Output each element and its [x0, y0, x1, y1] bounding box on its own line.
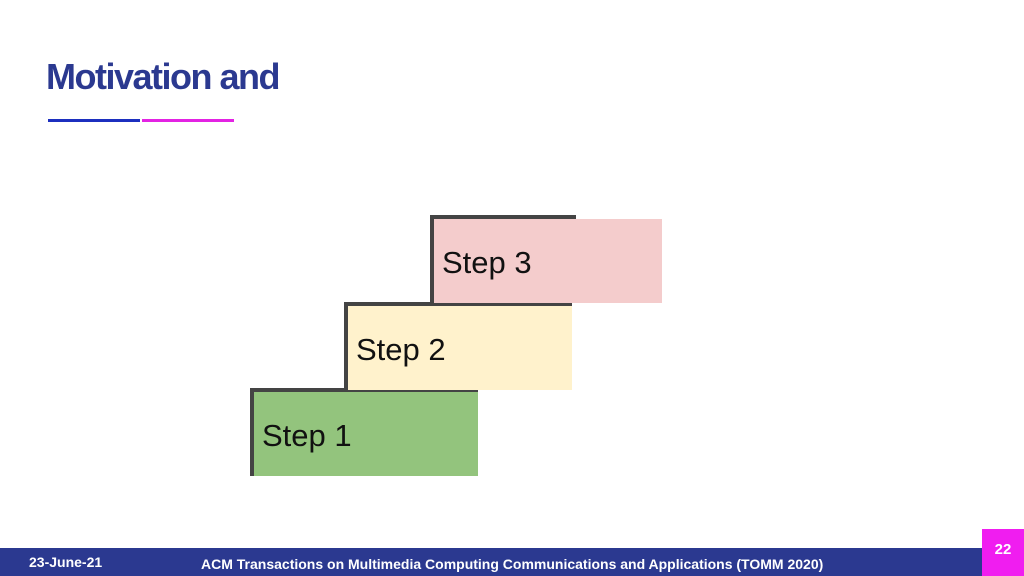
step-1-label: Step 1	[262, 418, 352, 453]
step-3-block: Step 3	[430, 215, 662, 303]
step-1-block: Step 1	[250, 388, 478, 476]
title-underline-pink	[142, 119, 234, 122]
step-3-top-gap	[576, 215, 662, 219]
footer-journal: ACM Transactions on Multimedia Computing…	[201, 556, 824, 572]
step-3-label: Step 3	[442, 245, 532, 280]
footer-date: 23-June-21	[29, 554, 103, 570]
title-underline-blue	[48, 119, 140, 122]
step-2-label: Step 2	[356, 332, 446, 367]
page-number-badge: 22	[982, 529, 1024, 576]
slide-title: Motivation and	[46, 56, 281, 97]
step-2-block: Step 2	[344, 302, 572, 390]
footer-bar: 23-June-21 ACM Transactions on Multimedi…	[0, 548, 1024, 576]
